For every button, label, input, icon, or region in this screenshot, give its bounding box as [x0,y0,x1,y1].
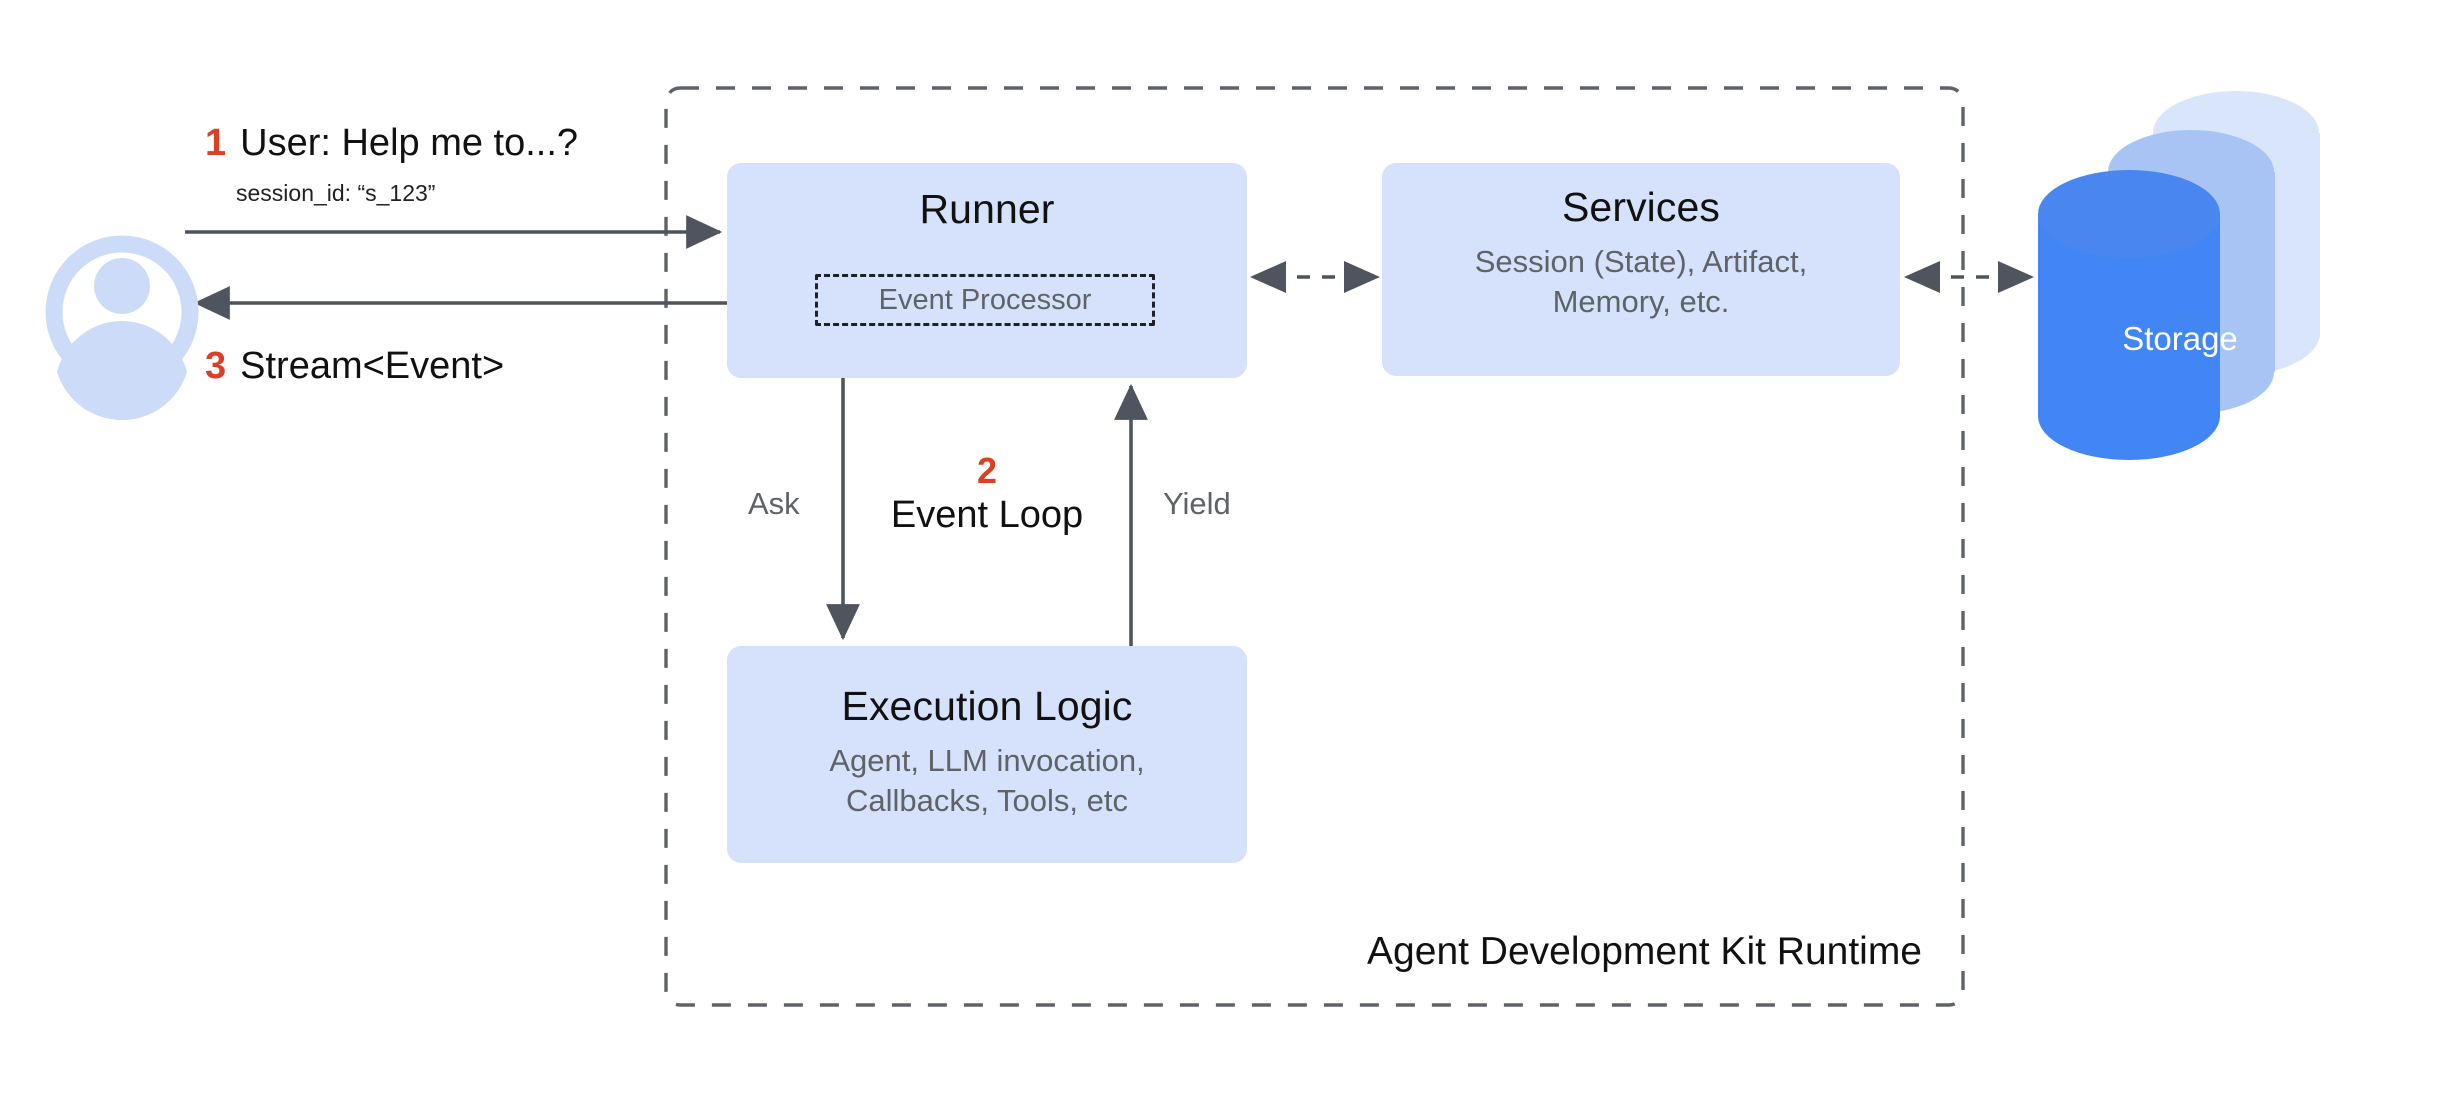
execution-logic-node[interactable]: Execution Logic Agent, LLM invocation, C… [727,646,1247,863]
runner-title: Runner [919,186,1055,232]
stream-event-label: 3 Stream<Event> [205,345,504,388]
storage-cylinder-front [2038,170,2220,460]
stream-event-text: Stream<Event> [240,345,505,387]
runner-services-arrowhead-right [1344,261,1380,293]
step-1-number: 1 [205,122,227,164]
services-title: Services [1561,184,1720,230]
user-request-text: User: Help me to...? [240,122,579,164]
services-node[interactable]: Services Session (State), Artifact, Memo… [1382,163,1900,376]
step-3-number: 3 [205,345,227,387]
execution-logic-title: Execution Logic [841,683,1133,729]
services-subtitle: Session (State), Artifact, Memory, etc. [1474,244,1808,319]
yield-edge-label: Yield [1163,486,1231,521]
storage-cylinder-group [2038,91,2320,460]
adk-runtime-boundary [664,86,1965,1007]
event-loop-text: Event Loop [890,493,1084,536]
execution-logic-subtitle: Agent, LLM invocation, Callbacks, Tools,… [829,743,1145,818]
step-2-number: 2 [976,450,998,491]
event-loop-label: 2 Event Loop [877,452,1097,537]
event-processor-box[interactable]: Event Processor [815,274,1155,326]
runner-node[interactable]: Runner Event Processor [727,163,1247,378]
session-id-label: session_id: “s_123” [236,180,436,206]
user-avatar-icon [45,235,199,421]
services-storage-arrowhead-left [1904,261,1940,293]
adk-runtime-title: Agent Development Kit Runtime [1367,930,1922,973]
ask-edge-label: Ask [748,486,800,521]
event-processor-label: Event Processor [878,283,1092,316]
user-request-label: 1 User: Help me to...? [205,122,578,165]
runner-services-arrowhead-left [1250,261,1286,293]
services-storage-arrowhead-right [1998,261,2034,293]
